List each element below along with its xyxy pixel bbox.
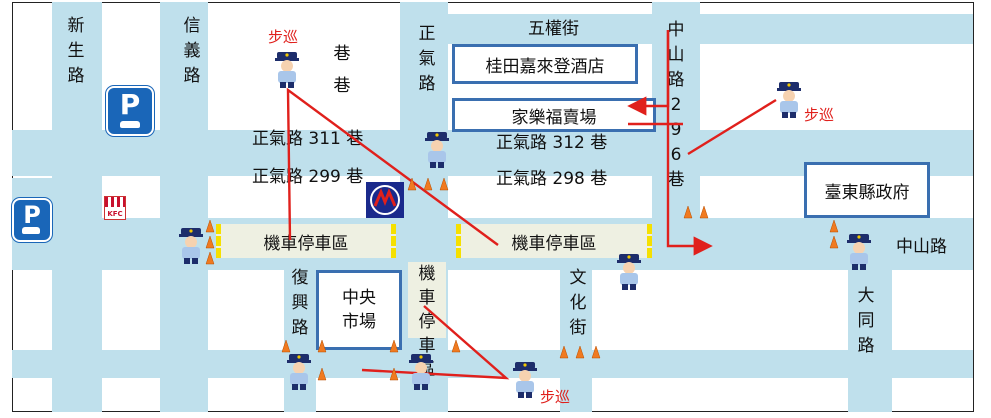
road-xinsheng xyxy=(52,2,102,412)
place-taitung-county-government: 臺東縣政府 xyxy=(804,162,930,218)
traffic-cone-icon xyxy=(281,339,291,353)
traffic-cone-icon xyxy=(423,177,433,191)
place-central-market: 中央市場 xyxy=(316,270,402,350)
traffic-cone-icon xyxy=(205,251,215,265)
label-zhengqi-312-lane: 正氣路 312 巷 xyxy=(496,133,608,153)
motorcycle-parking-left: 機車停車區 xyxy=(216,224,396,258)
police-officer-icon xyxy=(777,82,801,118)
label-xinsheng-road: 新生路 xyxy=(67,16,85,86)
label-zhongshan-296-lane: 中山路296巷 xyxy=(667,20,685,190)
patrol-label: 步巡 xyxy=(540,388,571,406)
traffic-cone-icon xyxy=(205,219,215,233)
label-xiang: 巷巷 xyxy=(333,44,351,96)
traffic-cone-icon xyxy=(389,367,399,381)
road-top-band xyxy=(448,14,973,44)
traffic-cone-icon xyxy=(389,339,399,353)
police-officer-icon xyxy=(287,354,311,390)
traffic-cone-icon xyxy=(407,177,417,191)
carrefour-logo-icon xyxy=(366,182,404,218)
patrol-route-line xyxy=(666,30,713,256)
road-wenhua xyxy=(560,270,592,412)
label-zhengqi-road: 正氣路 xyxy=(418,24,436,94)
motorcycle-parking-center: 機車停車區 xyxy=(456,224,652,258)
traffic-cone-icon xyxy=(575,345,585,359)
patrol-label: 步巡 xyxy=(804,106,835,124)
police-officer-icon xyxy=(275,52,299,88)
label-zhengqi-311-lane: 正氣路 311 巷 xyxy=(252,129,364,149)
traffic-cone-icon xyxy=(829,219,839,233)
traffic-cone-icon xyxy=(683,205,693,219)
traffic-cone-icon xyxy=(317,367,327,381)
parking-sign-letter: P xyxy=(23,201,41,229)
patrol-route-line xyxy=(361,305,510,380)
traffic-cone-icon xyxy=(317,339,327,353)
car-icon xyxy=(22,227,40,234)
label-zhengqi-299-lane: 正氣路 299 巷 xyxy=(252,167,364,187)
traffic-cone-icon xyxy=(829,235,839,249)
road-zhongshan-296 xyxy=(652,2,700,270)
traffic-cone-icon xyxy=(205,235,215,249)
traffic-cone-icon xyxy=(559,345,569,359)
label-xinyi-road: 信義路 xyxy=(183,16,201,86)
traffic-cone-icon xyxy=(699,205,709,219)
label-wenhua-street: 文化街 xyxy=(569,268,587,338)
label-wuquan-street: 五權街 xyxy=(528,19,579,39)
police-officer-icon xyxy=(179,228,203,264)
police-officer-icon xyxy=(513,362,537,398)
car-icon xyxy=(120,121,140,128)
label-zhongshan-road: 中山路 xyxy=(896,237,947,257)
traffic-cone-icon xyxy=(451,339,461,353)
parking-sign-letter: P xyxy=(119,88,141,121)
patrol-route-line xyxy=(286,87,499,246)
parking-sign-icon: P xyxy=(12,198,52,242)
label-datong-road: 大同路 xyxy=(857,286,875,356)
police-officer-icon xyxy=(425,132,449,168)
traffic-cone-icon xyxy=(591,345,601,359)
central-market-label: 中央市場 xyxy=(342,288,376,332)
place-guitian-hotel: 桂田嘉來登酒店 xyxy=(452,44,638,84)
traffic-cone-icon xyxy=(439,177,449,191)
police-officer-icon xyxy=(409,354,433,390)
police-officer-icon xyxy=(617,254,641,290)
place-carrefour: 家樂福賣場 xyxy=(452,98,656,132)
parking-sign-icon: P xyxy=(106,86,154,136)
label-fuxing-road: 復興路 xyxy=(291,268,309,338)
label-zhengqi-298-lane: 正氣路 298 巷 xyxy=(496,169,608,189)
kfc-logo-icon: KFC xyxy=(104,196,126,220)
kfc-logo-text: KFC xyxy=(107,210,123,218)
police-officer-icon xyxy=(847,234,871,270)
road-datong xyxy=(848,270,892,412)
road-xinyi xyxy=(160,2,208,412)
patrol-route-line xyxy=(687,98,777,156)
patrol-label: 步巡 xyxy=(268,28,299,46)
